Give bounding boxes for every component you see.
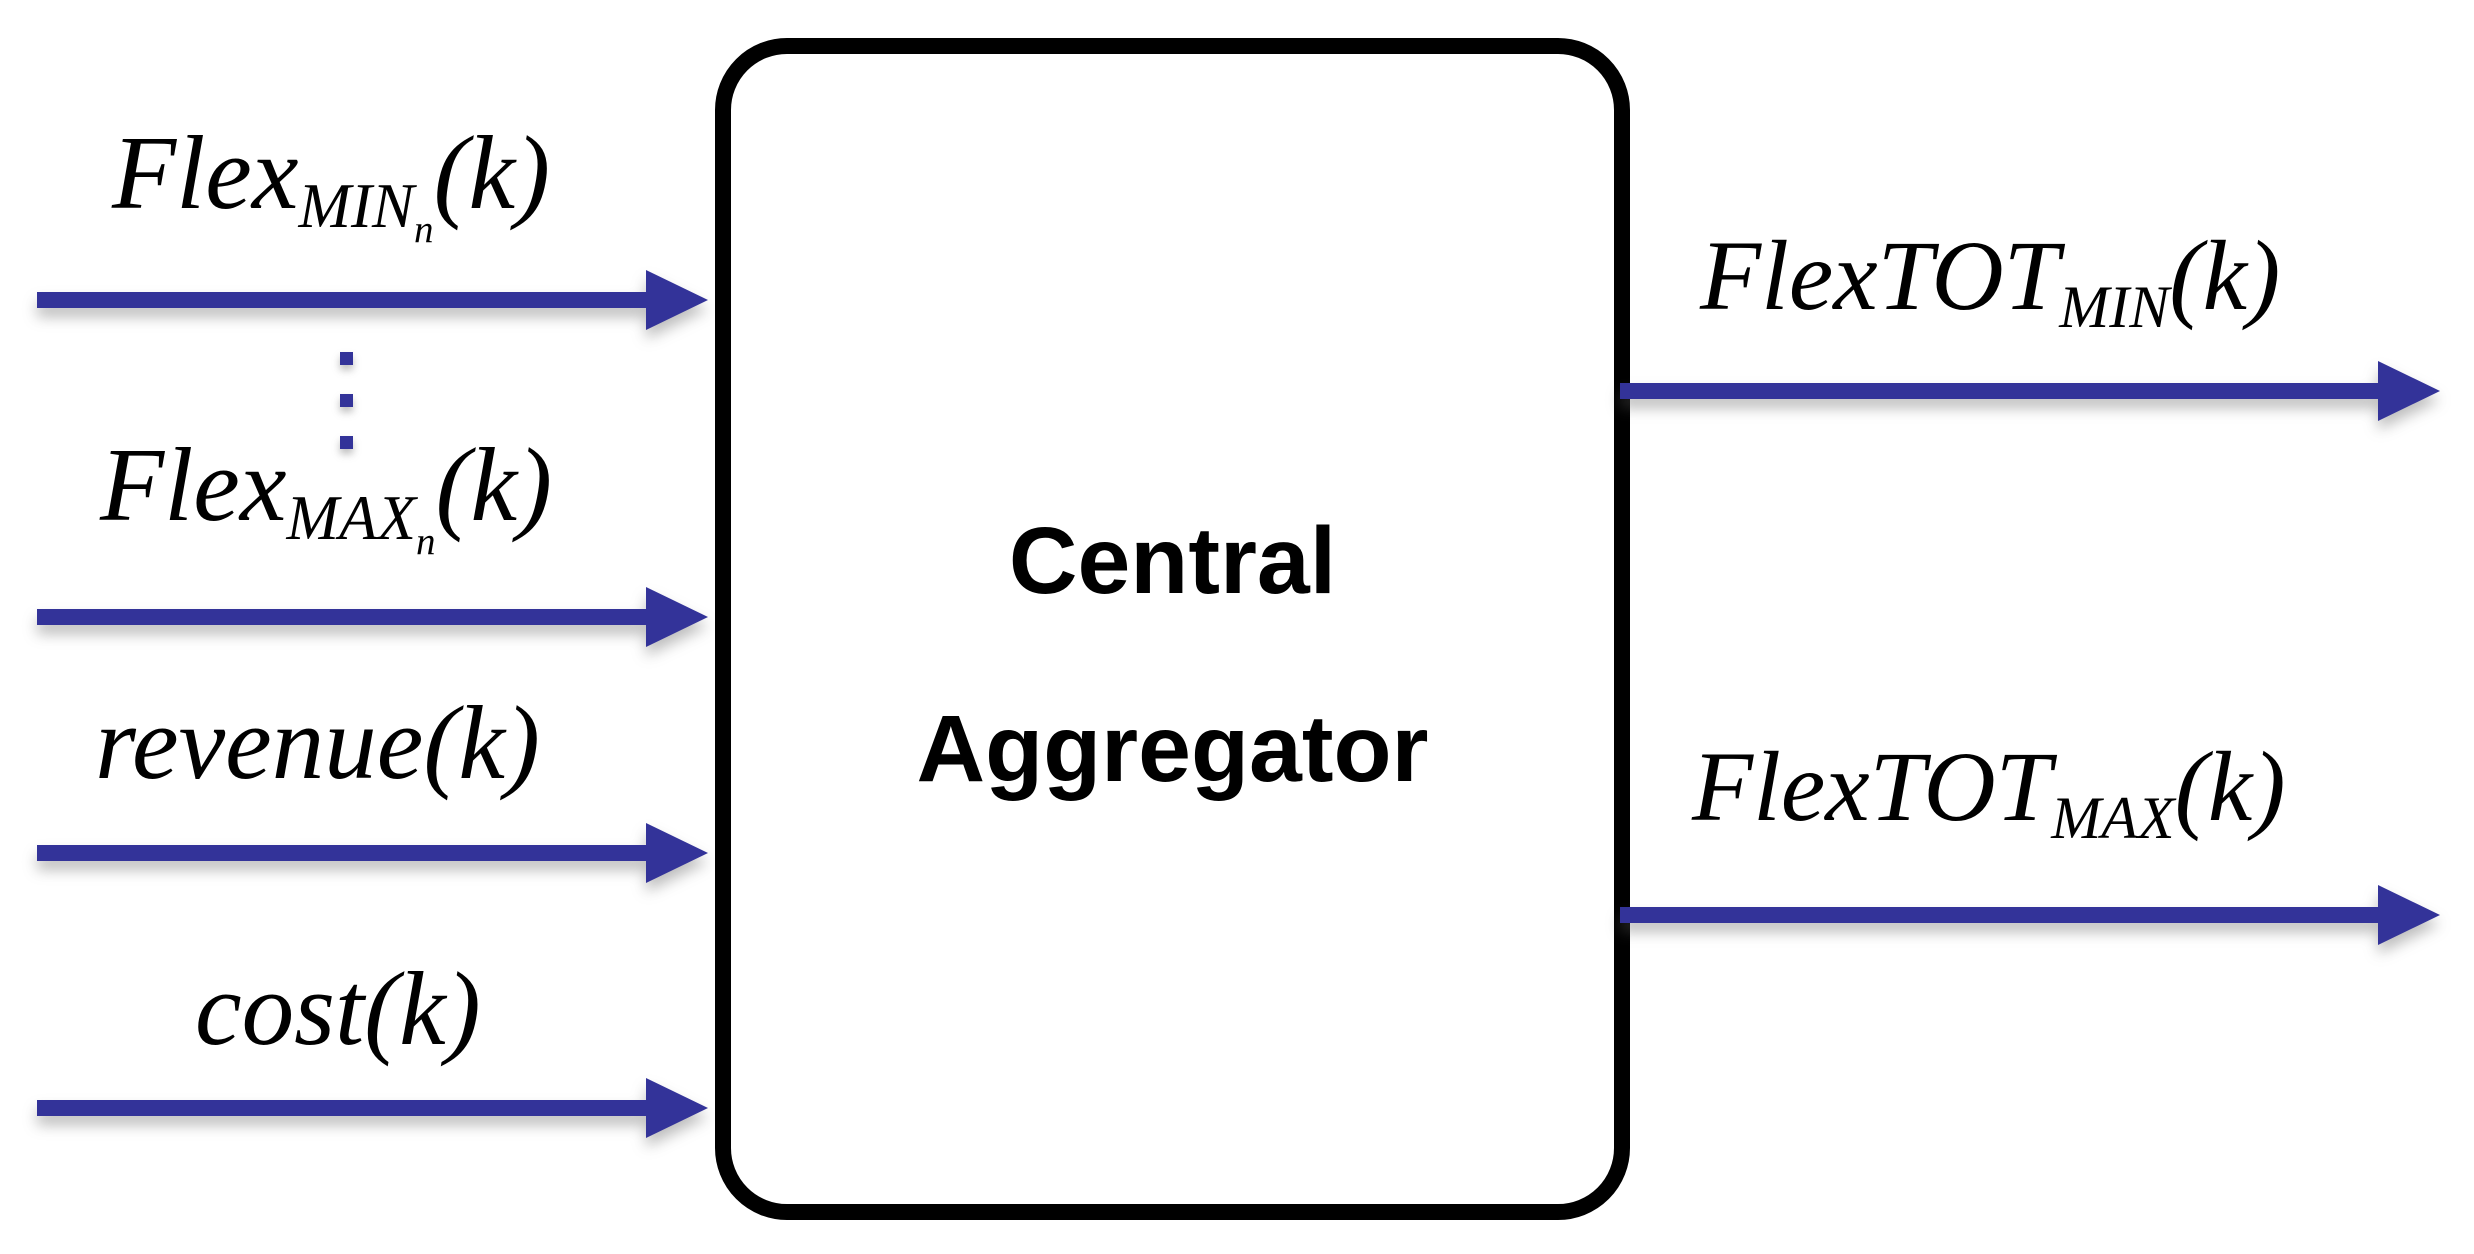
arrow-head-icon — [2378, 885, 2440, 945]
arrow-shaft — [37, 845, 646, 861]
var-base: FlexTOT — [1692, 731, 2052, 842]
var-sub: MAX — [286, 482, 416, 553]
var-base: FlexTOT — [1700, 220, 2060, 331]
arrow-shaft — [37, 609, 646, 625]
var-base: cost — [195, 950, 365, 1067]
output-arrow-flextot-max — [1620, 885, 2440, 945]
var-sub: MIN — [2059, 274, 2170, 340]
input-label-flex-min: FlexMINn(k) — [112, 120, 550, 250]
arrow-head-icon — [646, 270, 708, 330]
input-arrow-cost — [37, 1078, 708, 1138]
var-args: (k) — [433, 114, 551, 231]
ellipsis-dot — [340, 352, 353, 365]
input-label-cost: cost(k) — [195, 956, 481, 1061]
var-args: (k) — [435, 426, 553, 543]
arrow-shaft — [37, 1100, 646, 1116]
output-label-flextot-max: FlexTOTMAX(k) — [1692, 737, 2286, 851]
var-base: Flex — [112, 114, 299, 231]
var-base: revenue — [95, 684, 424, 801]
var-args: (k) — [2174, 731, 2286, 842]
arrow-head-icon — [646, 823, 708, 883]
var-args: (k) — [423, 684, 540, 801]
input-label-revenue: revenue(k) — [95, 690, 540, 795]
ellipsis-dot — [340, 394, 353, 407]
var-sub: MIN — [298, 170, 415, 241]
var-base: Flex — [100, 426, 287, 543]
arrow-head-icon — [646, 1078, 708, 1138]
var-sub: MAX — [2051, 785, 2175, 851]
input-arrow-flex-min — [37, 270, 708, 330]
box-title-line1: Central — [1008, 508, 1337, 614]
input-label-flex-max: FlexMAXn(k) — [100, 432, 552, 562]
arrow-shaft — [1620, 907, 2378, 923]
vertical-ellipsis-icon — [340, 352, 353, 478]
ellipsis-dot — [340, 436, 353, 449]
central-aggregator-box: Central Aggregator — [715, 38, 1630, 1220]
output-label-flextot-min: FlexTOTMIN(k) — [1700, 226, 2280, 340]
arrow-head-icon — [2378, 361, 2440, 421]
arrow-shaft — [1620, 383, 2378, 399]
arrow-shaft — [37, 292, 646, 308]
input-arrow-flex-max — [37, 587, 708, 647]
var-args: (k) — [364, 950, 481, 1067]
box-title-line2: Aggregator — [916, 696, 1429, 802]
output-arrow-flextot-min — [1620, 361, 2440, 421]
var-args: (k) — [2169, 220, 2281, 331]
var-subsub: n — [414, 208, 434, 252]
arrow-head-icon — [646, 587, 708, 647]
input-arrow-revenue — [37, 823, 708, 883]
var-subsub: n — [415, 520, 436, 564]
